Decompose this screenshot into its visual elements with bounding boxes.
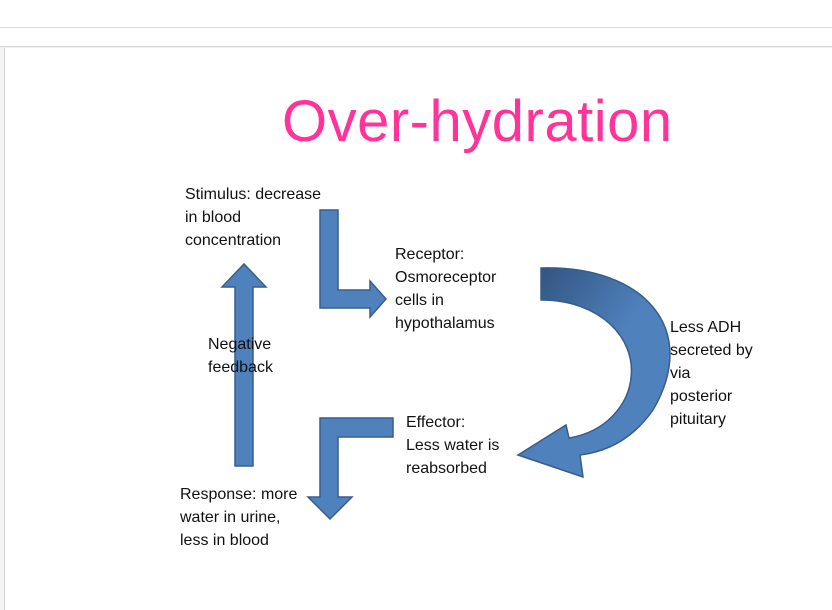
label-line: feedback bbox=[208, 359, 273, 376]
arrow-effector-to-response bbox=[306, 417, 394, 521]
label-line: in blood bbox=[185, 209, 242, 226]
label-line: water in urine, bbox=[180, 509, 281, 526]
label-line: Osmoreceptor bbox=[395, 269, 497, 286]
arrow-negative-feedback-up bbox=[220, 262, 268, 467]
label-line: Receptor: bbox=[395, 246, 465, 263]
label-line: less in blood bbox=[180, 532, 269, 549]
label-line: posterior bbox=[670, 388, 733, 405]
top-divider bbox=[0, 27, 832, 28]
arrow-stimulus-to-receptor bbox=[319, 209, 388, 319]
label-line: Effector: bbox=[406, 414, 466, 431]
label-negative-feedback: Negative feedback bbox=[208, 333, 273, 379]
label-stimulus: Stimulus: decrease in blood concentratio… bbox=[185, 183, 321, 252]
label-response: Response: more water in urine, less in b… bbox=[180, 483, 297, 552]
label-line: Response: more bbox=[180, 486, 298, 503]
label-line: concentration bbox=[185, 232, 282, 249]
label-line: via bbox=[670, 365, 691, 382]
slide-canvas bbox=[4, 48, 832, 610]
arrow-receptor-to-effector bbox=[516, 267, 671, 479]
label-line: Negative bbox=[208, 336, 272, 353]
label-line: cells in bbox=[395, 292, 444, 309]
label-effector: Effector: Less water is reabsorbed bbox=[406, 411, 499, 480]
slide-title: Over-hydration bbox=[282, 89, 673, 154]
label-signal: Less ADH secreted by via posterior pitui… bbox=[670, 316, 753, 431]
label-line: Less water is bbox=[406, 437, 500, 454]
label-line: Less ADH bbox=[670, 319, 742, 336]
label-line: secreted by bbox=[670, 342, 753, 359]
window-top-bar bbox=[0, 0, 832, 47]
label-receptor: Receptor: Osmoreceptor cells in hypothal… bbox=[395, 243, 496, 335]
label-line: Stimulus: decrease bbox=[185, 186, 322, 203]
label-line: reabsorbed bbox=[406, 460, 487, 477]
label-line: pituitary bbox=[670, 411, 727, 428]
label-line: hypothalamus bbox=[395, 315, 495, 332]
